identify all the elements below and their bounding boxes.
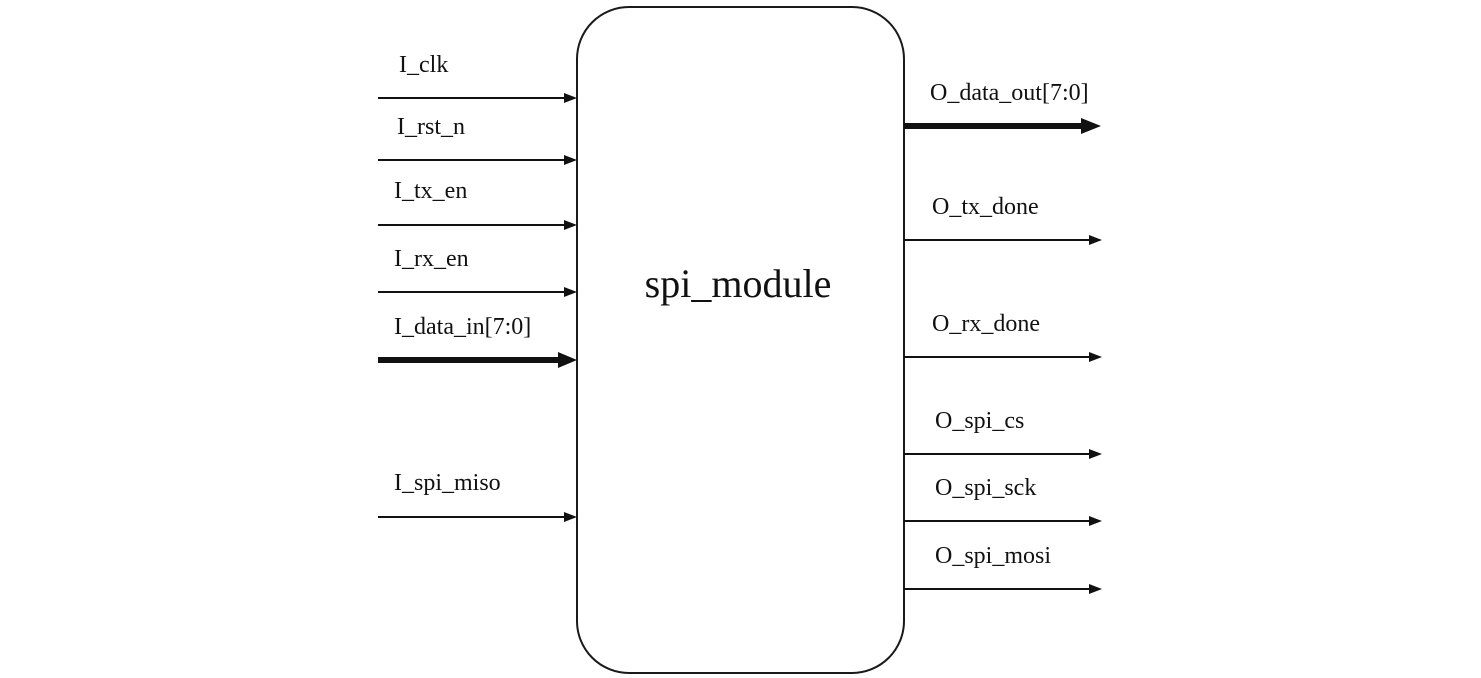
arrow-right-icon — [1089, 352, 1102, 362]
arrow-right-icon — [564, 93, 577, 103]
input-port-rst-n: I_rst_n — [378, 114, 577, 165]
input-port-data-in-bus: I_data_in[7:0] — [378, 314, 577, 368]
output-port-spi-cs: O_spi_cs — [904, 408, 1102, 459]
input-label: I_tx_en — [394, 178, 467, 204]
output-port-data-out-bus: O_data_out[7:0] — [904, 80, 1101, 134]
output-label: O_tx_done — [932, 194, 1039, 220]
input-port-tx-en: I_tx_en — [378, 178, 577, 230]
input-port-clk: I_clk — [378, 52, 577, 103]
arrow-right-icon — [1089, 584, 1102, 594]
input-label: I_rst_n — [397, 114, 465, 140]
output-label: O_spi_sck — [935, 475, 1036, 501]
arrow-right-icon — [564, 512, 577, 522]
module-name: spi_module — [645, 261, 832, 306]
output-port-spi-mosi: O_spi_mosi — [904, 543, 1102, 594]
input-label: I_spi_miso — [394, 470, 501, 496]
arrow-right-icon — [564, 220, 577, 230]
arrow-right-icon — [564, 287, 577, 297]
input-port-spi-miso: I_spi_miso — [378, 470, 577, 522]
input-port-rx-en: I_rx_en — [378, 246, 577, 297]
arrow-right-icon — [1089, 516, 1102, 526]
output-port-spi-sck: O_spi_sck — [904, 475, 1102, 526]
output-label: O_spi_cs — [935, 408, 1024, 434]
arrow-right-icon — [1089, 449, 1102, 459]
input-label: I_rx_en — [394, 246, 469, 272]
input-label: I_clk — [399, 52, 448, 78]
arrow-right-icon — [1081, 118, 1101, 134]
output-port-rx-done: O_rx_done — [904, 311, 1102, 362]
output-label: O_spi_mosi — [935, 543, 1051, 569]
output-port-tx-done: O_tx_done — [904, 194, 1102, 245]
arrow-right-icon — [1089, 235, 1102, 245]
arrow-right-icon — [564, 155, 577, 165]
module-box — [576, 6, 905, 674]
input-label: I_data_in[7:0] — [394, 314, 531, 340]
output-label: O_rx_done — [932, 311, 1040, 337]
arrow-right-icon — [558, 352, 577, 368]
output-label: O_data_out[7:0] — [930, 80, 1089, 106]
